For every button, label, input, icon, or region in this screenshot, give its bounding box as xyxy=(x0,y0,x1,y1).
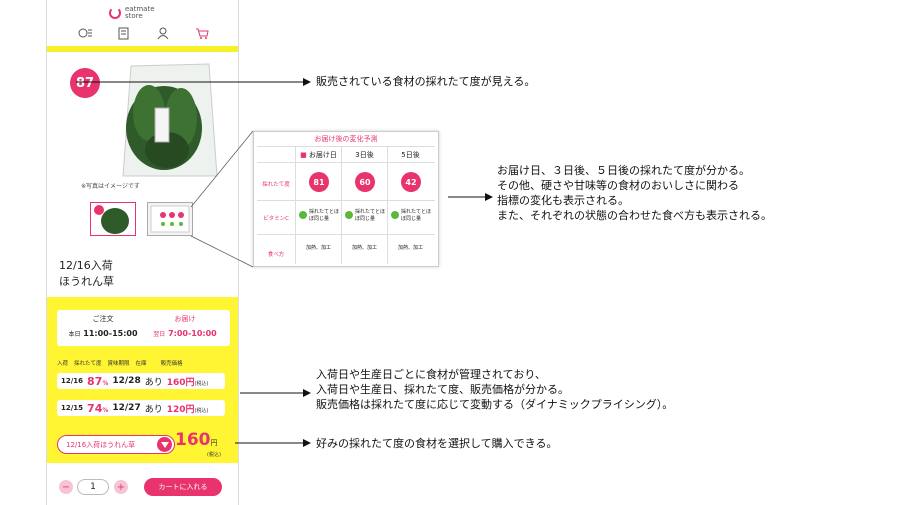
annotation-forecast: お届け日、３日後、５日後の採れたて度が分かる。 その他、硬さや甘味等の食材のおい… xyxy=(497,163,772,223)
annotation-select: 好みの採れたて度の食材を選択して購入できる。 xyxy=(316,437,558,450)
stock-table-header: 入荷 採れたて度 賞味期限 在庫 販売価格 xyxy=(57,359,232,367)
forecast-freshness: 60 xyxy=(355,172,375,192)
forecast-column: ■ お届け日 81 採れたてとほぼ同じ量 加熱、加工 xyxy=(295,146,341,264)
cart-icon[interactable] xyxy=(195,26,209,40)
annotation-stock: 入荷日や生産日ごとに食材が管理されており、 入荷日や生産日、採れたて度、販売価格… xyxy=(316,367,673,412)
row-arrival: 12/16 xyxy=(61,377,84,385)
forecast-rowlabel-eat: 食べ方 xyxy=(267,252,285,258)
user-icon[interactable] xyxy=(156,26,170,40)
product-image xyxy=(109,58,238,178)
nav-bar xyxy=(47,22,238,44)
row-price: 120円 xyxy=(166,404,195,415)
store-logo[interactable]: eatmate store xyxy=(109,4,155,22)
select-value: 12/16入荷ほうれん草 xyxy=(66,440,136,449)
header-yellow-bar xyxy=(47,46,238,52)
header-stock: 在庫 xyxy=(135,361,147,367)
delivery-time: 7:00-10:00 xyxy=(168,329,217,338)
forecast-column-head: お届け日 xyxy=(308,151,337,159)
row-price: 160円 xyxy=(166,377,195,388)
add-to-cart-button[interactable]: カートに入れる xyxy=(144,478,222,496)
row-expiry: 12/28 xyxy=(112,376,141,386)
logo-line1: eatmate xyxy=(125,5,155,13)
forecast-freshness: 42 xyxy=(401,172,421,192)
logo-mark-icon xyxy=(109,7,121,19)
order-label: ご注文 xyxy=(92,315,114,323)
chevron-down-icon[interactable] xyxy=(157,437,172,452)
forecast-vitamin: 採れたてとほぼ同じ量 xyxy=(401,209,432,222)
header-expiry: 賞味期限 xyxy=(107,361,130,367)
delivery-day: 翌日 xyxy=(153,331,166,338)
forecast-column: 5日後 42 採れたてとほぼ同じ量 加熱、加工 xyxy=(387,146,433,264)
annotation-line: 入荷日や生産日ごとに食材が管理されており、 xyxy=(316,368,546,381)
forecast-vitamin: 採れたてとほぼ同じ量 xyxy=(309,209,340,222)
quantity-minus-button[interactable]: − xyxy=(59,480,73,494)
document-icon[interactable] xyxy=(117,26,131,40)
row-freshness: 87 xyxy=(87,374,103,388)
forecast-table: お届け後の変化予測 採れたて度 ビタミンC 食べ方 ■ お届け日 81 採れたて… xyxy=(253,131,439,267)
thumbnail-forecast[interactable] xyxy=(147,202,193,236)
annotation-line: また、それぞれの状態の合わせた食べ方も表示される。 xyxy=(497,209,772,222)
stock-row[interactable]: 12/16 87% 12/28 あり 160円(税込) xyxy=(57,373,225,389)
forecast-rowlabel-freshness: 採れたて度 xyxy=(262,182,290,188)
row-freshness-unit: % xyxy=(102,406,109,414)
row-tax: (税込) xyxy=(194,407,209,414)
forecast-freshness: 81 xyxy=(309,172,329,192)
annotation-line: その他、硬さや甘味等の食材のおいしさに関わる xyxy=(497,179,739,192)
annotation-freshness: 販売されている食材の採れたて度が見える。 xyxy=(316,75,536,88)
forecast-column: 3日後 60 採れたてとほぼ同じ量 加熱、加工 xyxy=(341,146,387,264)
annotation-line: 指標の変化も表示される。 xyxy=(497,194,629,207)
menu-list-icon[interactable] xyxy=(78,26,92,40)
vitamin-dot-icon xyxy=(345,211,353,219)
row-tax: (税込) xyxy=(194,380,209,387)
row-expiry: 12/27 xyxy=(112,403,141,413)
annotation-line: 販売価格は採れたて度に応じて変動する（ダイナミックプライシング）。 xyxy=(316,398,674,411)
quantity-field[interactable]: 1 xyxy=(77,479,109,495)
product-select[interactable]: 12/16入荷ほうれん草 xyxy=(57,435,175,454)
purchase-panel: ご注文 本日 11:00-15:00 お届け 翌日 7:00-10:00 入荷 … xyxy=(47,297,238,463)
quantity-plus-button[interactable]: + xyxy=(114,480,128,494)
order-day: 本日 xyxy=(68,331,81,338)
forecast-eat: 加熱、加工 xyxy=(305,245,331,251)
vitamin-dot-icon xyxy=(299,211,307,219)
truck-icon: ■ xyxy=(300,151,307,159)
freshness-badge: 87 xyxy=(70,68,100,98)
header-arrival: 入荷 xyxy=(57,361,69,367)
product-name: ほうれん草 xyxy=(59,275,114,288)
annotation-line: お届け日、３日後、５日後の採れたて度が分かる。 xyxy=(497,164,750,177)
row-stock: あり xyxy=(144,377,163,388)
thumbnail-product[interactable] xyxy=(90,202,136,236)
logo-line2: store xyxy=(125,12,143,20)
forecast-rowlabel-vitamin: ビタミンC xyxy=(263,216,289,222)
forecast-column-head: 5日後 xyxy=(401,151,420,159)
header-freshness: 採れたて度 xyxy=(74,361,102,367)
stock-row[interactable]: 12/15 74% 12/27 あり 120円(税込) xyxy=(57,400,225,416)
forecast-column-head: 3日後 xyxy=(355,151,374,159)
row-freshness-unit: % xyxy=(102,379,109,387)
order-time: 11:00-15:00 xyxy=(83,329,138,338)
forecast-vitamin: 採れたてとほぼ同じ量 xyxy=(355,209,386,222)
selected-price-tax: (税込) xyxy=(207,452,221,458)
forecast-eat: 加熱、加工 xyxy=(351,245,377,251)
annotation-line: 入荷日や生産日、採れたて度、販売価格が分かる。 xyxy=(316,383,569,396)
arrival-date: 12/16入荷 xyxy=(59,259,113,272)
delivery-label: お届け xyxy=(174,315,196,323)
order-delivery-box: ご注文 本日 11:00-15:00 お届け 翌日 7:00-10:00 xyxy=(57,310,230,346)
row-stock: あり xyxy=(144,404,163,415)
row-freshness: 74 xyxy=(87,401,103,415)
forecast-title: お届け後の変化予測 xyxy=(314,135,378,143)
image-note: ※写真はイメージです xyxy=(81,183,140,190)
header-price: 販売価格 xyxy=(160,361,183,367)
row-arrival: 12/15 xyxy=(61,404,84,412)
forecast-eat: 加熱、加工 xyxy=(397,245,423,251)
price-yen: 円 xyxy=(210,439,218,447)
vitamin-dot-icon xyxy=(391,211,399,219)
selected-price: 160円 xyxy=(175,430,218,450)
phone-screen: eatmate store 87 ※写真はイメージです xyxy=(46,0,239,505)
